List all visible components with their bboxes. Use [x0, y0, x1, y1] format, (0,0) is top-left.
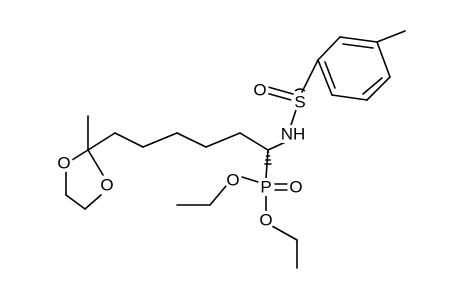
- bond: [301, 59, 319, 93]
- dioxolane-oxygen-upper-label: O: [57, 154, 70, 173]
- bond: [209, 185, 227, 206]
- nh-label: NH: [281, 125, 306, 144]
- ester-oxygen-upper-atom: O: [224, 171, 242, 190]
- bond: [324, 61, 336, 89]
- bond: [317, 36, 341, 61]
- bond: [71, 149, 89, 161]
- bond: [376, 30, 406, 43]
- bond: [317, 59, 333, 96]
- stereo-hash-wedge: [264, 151, 272, 165]
- ester-oxygen-upper-label: O: [226, 171, 239, 190]
- bond: [339, 36, 378, 43]
- bond: [87, 132, 116, 151]
- bond: [265, 92, 292, 101]
- bond: [267, 86, 294, 95]
- bond: [241, 176, 259, 183]
- bond: [84, 194, 102, 210]
- bond-layer: [65, 30, 406, 269]
- bond: [87, 149, 104, 176]
- bond: [366, 76, 391, 101]
- dioxolane-oxygen-lower-atom: O: [98, 176, 116, 195]
- bond: [114, 132, 144, 148]
- atom-label-layer: S O NH P O O O O: [55, 81, 309, 230]
- bond: [331, 94, 368, 101]
- ester-oxygen-lower-atom: O: [257, 211, 275, 230]
- bond: [342, 43, 374, 49]
- nitrogen-atom: NH: [281, 125, 306, 144]
- phosphorus-atom: P: [257, 178, 275, 197]
- bond: [362, 77, 383, 95]
- phosphorus-label: P: [260, 178, 271, 197]
- sulfur-atom: S: [291, 88, 309, 112]
- bond: [205, 132, 241, 148]
- bond: [65, 194, 86, 210]
- phosphoryl-oxygen-atom: O: [287, 178, 305, 197]
- dioxolane-oxygen-upper-atom: O: [55, 154, 73, 173]
- phosphoryl-oxygen-label: O: [289, 178, 302, 197]
- sulfur-charge-mark: [294, 88, 306, 92]
- sulfinyl-oxygen-atom: O: [251, 81, 269, 100]
- sulfinyl-oxygen-label: O: [253, 81, 266, 100]
- bond: [142, 132, 178, 148]
- bond: [239, 132, 269, 151]
- bond: [176, 132, 207, 148]
- bond: [271, 225, 298, 241]
- ester-oxygen-lower-label: O: [259, 211, 272, 230]
- sulfur-label: S: [294, 93, 305, 112]
- bond: [376, 41, 391, 78]
- dioxolane-oxygen-lower-label: O: [100, 176, 113, 195]
